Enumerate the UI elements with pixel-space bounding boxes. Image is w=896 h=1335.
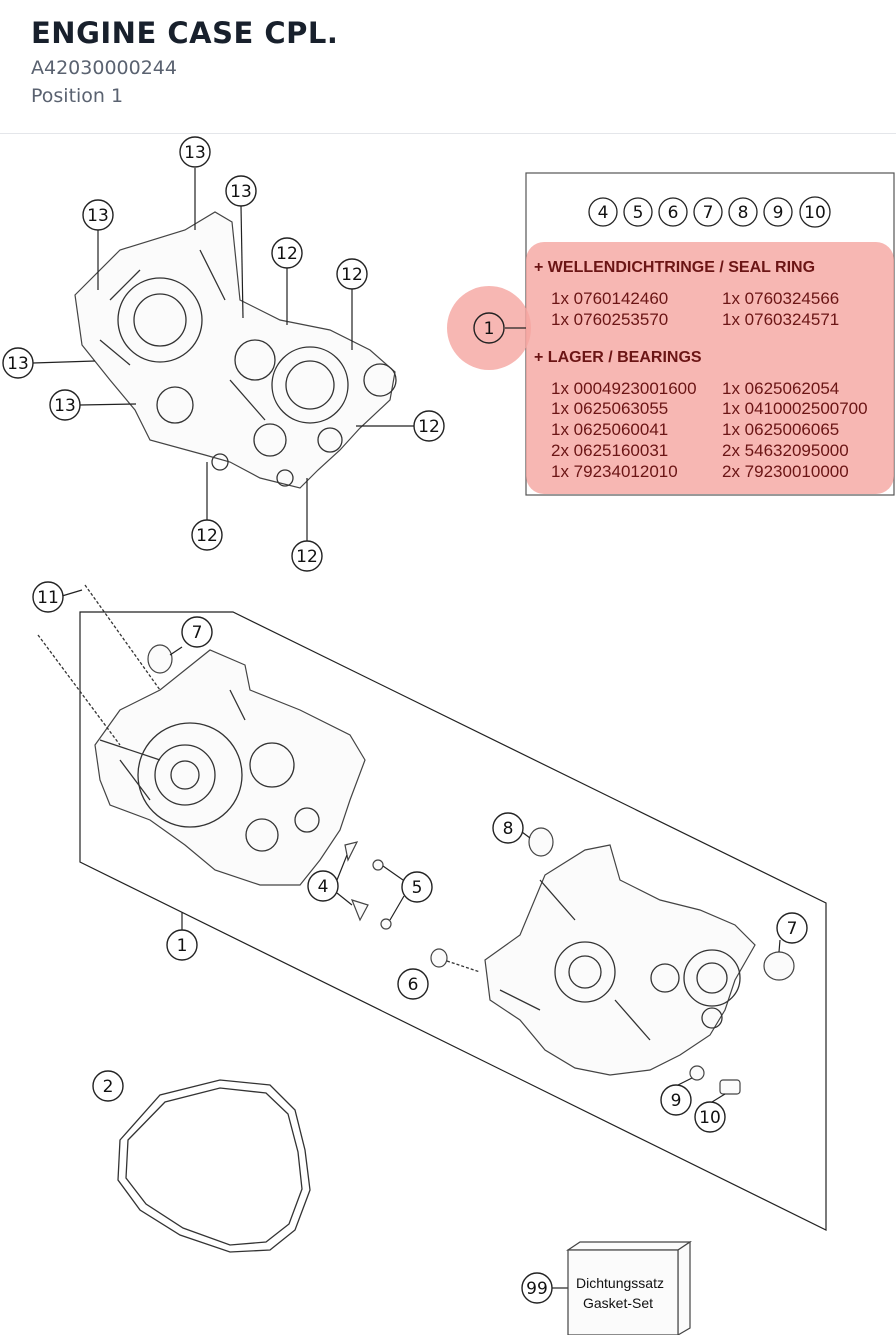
included-item-label: 4: [598, 203, 609, 223]
included-item[interactable]: [658, 197, 688, 227]
page-header: ENGINE CASE CPL. A42030000244 Position 1: [0, 0, 896, 134]
callout-13-label: 13: [184, 143, 206, 163]
callout-12[interactable]: [271, 237, 303, 269]
gasket-set-box: 99 Dichtungssatz Gasket-Set: [521, 1240, 692, 1335]
callout-13-label: 13: [230, 182, 252, 202]
gasket-set-line-1: Dichtungssatz: [576, 1275, 664, 1291]
callout-1[interactable]: [166, 929, 198, 961]
included-item-label: 7: [703, 203, 714, 223]
seal-row-2-right: 1x 0760324571: [722, 310, 839, 329]
assembly-frame: [79, 611, 827, 1231]
callout-13-label: 13: [54, 396, 76, 416]
callout-8-label: 8: [503, 819, 514, 839]
included-item[interactable]: [763, 197, 793, 227]
position-label: Position 1: [31, 85, 124, 107]
exploded-assembly: [37, 584, 827, 1253]
bearing-row-5-right: 2x 79230010000: [722, 462, 849, 481]
callout-12-group: 12 12 12 12 12: [191, 237, 445, 572]
bearings-heading: + LAGER / BEARINGS: [534, 349, 702, 366]
bearing-row-5-left: 1x 79234012010: [551, 462, 678, 481]
bearing-row-3-right: 1x 0625006065: [722, 420, 839, 439]
callout-7[interactable]: [181, 616, 213, 648]
included-item[interactable]: [693, 197, 723, 227]
callout-13[interactable]: [49, 389, 81, 421]
callout-2-label: 2: [103, 1077, 114, 1097]
legend-callout-1[interactable]: [473, 312, 505, 344]
seal-row-1-right: 1x 0760324566: [722, 289, 839, 308]
bearing-row-2-left: 1x 0625063055: [551, 399, 668, 418]
bearing-row-1-right: 1x 0625062054: [722, 379, 839, 398]
callout-12-label: 12: [341, 265, 363, 285]
included-item-label: 6: [668, 203, 679, 223]
callout-13[interactable]: [2, 347, 34, 379]
highlight-spot: [447, 286, 531, 370]
callout-12[interactable]: [291, 540, 323, 572]
included-item-label: 8: [738, 203, 749, 223]
callout-6[interactable]: [397, 968, 429, 1000]
callout-13-group: 13 13 13 13 13: [2, 136, 257, 421]
case-overview-drawing: [74, 211, 397, 489]
callout-13[interactable]: [179, 136, 211, 168]
included-item[interactable]: [623, 197, 653, 227]
included-item[interactable]: [728, 197, 758, 227]
highlight-area: [526, 242, 894, 494]
callout-4-label: 4: [318, 877, 329, 897]
callout-10[interactable]: [694, 1101, 726, 1133]
bearing-row-2-right: 1x 0410002500700: [722, 399, 868, 418]
callout-7-label: 7: [192, 623, 203, 643]
callout-13-label: 13: [7, 354, 29, 374]
page-title: ENGINE CASE CPL.: [31, 16, 339, 50]
seal-ring-heading: + WELLENDICHTRINGE / SEAL RING: [534, 259, 815, 276]
callout-8[interactable]: [492, 812, 524, 844]
included-parts-box: 1 4 5 6 7 8 9 10 + WELLENDICHTRINGE / SE…: [447, 172, 895, 496]
callout-4[interactable]: [307, 870, 339, 902]
callout-12-label: 12: [418, 417, 440, 437]
callout-99[interactable]: [521, 1272, 553, 1304]
seal-row-2-left: 1x 0760253570: [551, 310, 668, 329]
bearing-row-4-right: 2x 54632095000: [722, 441, 849, 460]
included-item-label: 9: [773, 203, 784, 223]
callout-12[interactable]: [413, 410, 445, 442]
callout-1-label: 1: [177, 936, 188, 956]
gasket-set-line-2: Gasket-Set: [583, 1295, 653, 1311]
legend-callout-1-label: 1: [484, 319, 495, 339]
bearing-row-4-left: 2x 0625160031: [551, 441, 668, 460]
gasket-outline: [117, 1079, 311, 1253]
callout-9[interactable]: [660, 1084, 692, 1116]
included-item-label: 10: [804, 203, 826, 223]
callout-9-label: 9: [671, 1091, 682, 1111]
included-item[interactable]: [588, 197, 618, 227]
callout-12-label: 12: [296, 547, 318, 567]
included-item-circles: 4 5 6 7 8 9 10: [588, 196, 831, 228]
callout-13[interactable]: [82, 199, 114, 231]
callout-11-label: 11: [37, 588, 59, 608]
included-item[interactable]: [799, 196, 831, 228]
callout-7[interactable]: [776, 912, 808, 944]
seal-row-1-left: 1x 0760142460: [551, 289, 668, 308]
part-number: A42030000244: [31, 57, 177, 79]
callout-99-label: 99: [526, 1279, 548, 1299]
exploded-parts-diagram: 13 13 13 13 13 12 12 12 12 12: [2, 136, 895, 1335]
callout-13-label: 13: [87, 206, 109, 226]
exploded-callouts: 11 7 4 5 1 8 7 6 9 10 2: [32, 581, 808, 1133]
callout-12-label: 12: [276, 244, 298, 264]
included-item-label: 5: [633, 203, 644, 223]
callout-10-label: 10: [699, 1108, 721, 1128]
bearing-row-3-left: 1x 0625060041: [551, 420, 668, 439]
callout-6-label: 6: [408, 975, 419, 995]
callout-13[interactable]: [225, 175, 257, 207]
callout-11[interactable]: [32, 581, 64, 613]
callout-12[interactable]: [336, 258, 368, 290]
callout-7-label: 7: [787, 919, 798, 939]
callout-12-label: 12: [196, 526, 218, 546]
callout-5-label: 5: [412, 878, 423, 898]
callout-2[interactable]: [92, 1070, 124, 1102]
callout-5[interactable]: [401, 871, 433, 903]
bearing-row-1-left: 1x 0004923001600: [551, 379, 697, 398]
callout-12[interactable]: [191, 519, 223, 551]
